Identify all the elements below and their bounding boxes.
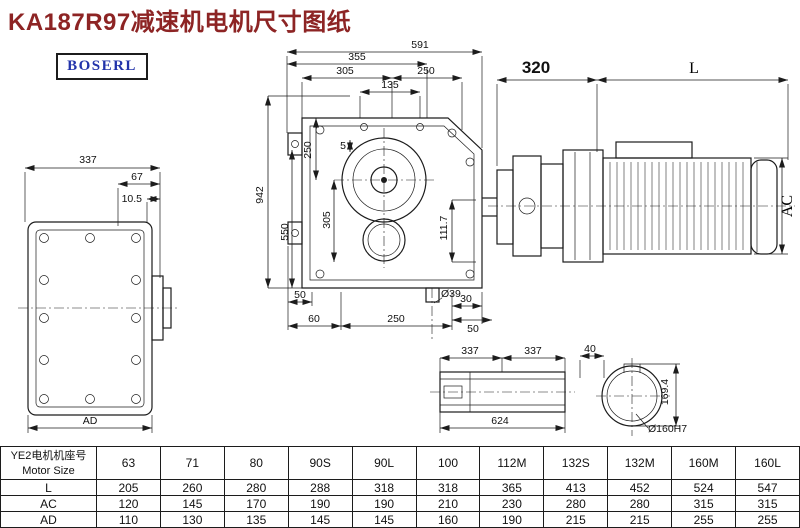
dim-169-4: 169.4 bbox=[659, 379, 671, 405]
table-cell: 547 bbox=[735, 479, 800, 496]
table-cell: 145 bbox=[351, 511, 417, 528]
table-cell: 190 bbox=[351, 495, 417, 512]
dim-355: 355 bbox=[348, 51, 366, 63]
table-cell: 215 bbox=[543, 511, 609, 528]
dim-diameter-39: Ø39 bbox=[441, 288, 461, 300]
dim-337-shaft-a: 337 bbox=[461, 345, 479, 357]
table-cell: 255 bbox=[671, 511, 737, 528]
dim-624: 624 bbox=[491, 415, 509, 427]
table-cell: 280 bbox=[607, 495, 673, 512]
table-cell: 452 bbox=[607, 479, 673, 496]
dim-40: 40 bbox=[584, 343, 596, 355]
dim-111-7: 111.7 bbox=[438, 215, 450, 240]
table-cell: 110 bbox=[96, 511, 161, 528]
col-header-71: 71 bbox=[159, 446, 225, 480]
dim-30: 30 bbox=[460, 293, 472, 305]
dim-250-left: 250 bbox=[302, 141, 314, 159]
table-cell: 260 bbox=[159, 479, 225, 496]
dim-L: L bbox=[689, 60, 699, 77]
table-cell: 190 bbox=[287, 495, 353, 512]
col-header-160M: 160M bbox=[671, 446, 737, 480]
table-cell: 288 bbox=[287, 479, 353, 496]
front-view: 591 355 305 250 135 942 550 250 5 305 11… bbox=[254, 39, 492, 340]
dim-942: 942 bbox=[254, 186, 266, 204]
col-header-90L: 90L bbox=[351, 446, 417, 480]
dim-337-shaft-b: 337 bbox=[524, 345, 542, 357]
motor-view: 320 L AC bbox=[482, 58, 796, 263]
oil-plug-circle bbox=[362, 218, 406, 262]
table-row-AC: AC 120 145 170 190 190 210 230 280 280 3… bbox=[0, 495, 800, 512]
dim-5: 5 bbox=[340, 140, 346, 152]
table-cell: 145 bbox=[159, 495, 225, 512]
table-cell: 205 bbox=[96, 479, 161, 496]
dim-AD: AD bbox=[83, 415, 98, 427]
col-header-112M: 112M bbox=[479, 446, 545, 480]
dim-AC: AC bbox=[779, 195, 796, 217]
dim-50-left: 50 bbox=[294, 289, 306, 301]
dim-337-side: 337 bbox=[79, 154, 97, 166]
table-header-row: YE2电机机座号 Motor Size 63 71 80 90S 90L 100… bbox=[0, 446, 800, 480]
table-cell: 413 bbox=[543, 479, 609, 496]
table-cell: 280 bbox=[543, 495, 609, 512]
dim-135: 135 bbox=[381, 79, 399, 91]
motor-terminal-box bbox=[615, 141, 693, 159]
col-header-100: 100 bbox=[415, 446, 481, 480]
dim-305-top: 305 bbox=[336, 65, 354, 77]
table-cell: 315 bbox=[735, 495, 800, 512]
shaft-view: 337 337 624 bbox=[430, 345, 575, 433]
table-cell: 160 bbox=[415, 511, 481, 528]
col-header-80: 80 bbox=[223, 446, 289, 480]
dim-591: 591 bbox=[411, 39, 429, 51]
brand-logo: BOSERL bbox=[56, 53, 148, 80]
table-cell: 255 bbox=[735, 511, 800, 528]
table-row-AD: AD 110 130 135 145 145 160 190 215 215 2… bbox=[0, 511, 800, 528]
table-cell: 130 bbox=[159, 511, 225, 528]
col-header-132M: 132M bbox=[607, 446, 673, 480]
table-cell: 524 bbox=[671, 479, 737, 496]
dim-550: 550 bbox=[279, 223, 291, 241]
table-row-L: L 205 260 280 288 318 318 365 413 452 52… bbox=[0, 479, 800, 496]
page-title: KA187R97减速机电机尺寸图纸 bbox=[8, 9, 352, 36]
col-header-63: 63 bbox=[96, 446, 161, 480]
table-cell: 315 bbox=[671, 495, 737, 512]
dim-60: 60 bbox=[308, 313, 320, 325]
technical-drawing: 337 67 10.5 AD bbox=[18, 39, 796, 436]
table-cell: 230 bbox=[479, 495, 545, 512]
dim-320: 320 bbox=[522, 58, 550, 77]
brand-logo-text: BOSERL bbox=[67, 58, 137, 74]
row-label-L: L bbox=[0, 479, 97, 496]
table-cell: 120 bbox=[96, 495, 161, 512]
table-header-cn: YE2电机机座号 bbox=[10, 450, 87, 463]
table-cell: 280 bbox=[223, 479, 289, 496]
side-view: 337 67 10.5 AD bbox=[18, 154, 180, 433]
dim-10-5: 10.5 bbox=[122, 193, 143, 205]
motor-dimension-table: YE2电机机座号 Motor Size 63 71 80 90S 90L 100… bbox=[0, 446, 800, 528]
table-cell: 145 bbox=[287, 511, 353, 528]
row-label-AD: AD bbox=[0, 511, 97, 528]
dim-diameter-160H7: Ø160H7 bbox=[648, 423, 687, 435]
table-cell: 318 bbox=[415, 479, 481, 496]
col-header-90S: 90S bbox=[287, 446, 353, 480]
table-cell: 365 bbox=[479, 479, 545, 496]
dim-305-left: 305 bbox=[321, 211, 333, 229]
dim-67: 67 bbox=[131, 171, 143, 183]
side-housing bbox=[27, 221, 153, 416]
dim-250-bottom: 250 bbox=[387, 313, 405, 325]
table-header-en: Motor Size bbox=[22, 464, 75, 477]
table-cell: 170 bbox=[223, 495, 289, 512]
table-cell: 318 bbox=[351, 479, 417, 496]
table-cell: 210 bbox=[415, 495, 481, 512]
table-header-motor-size: YE2电机机座号 Motor Size bbox=[0, 446, 97, 480]
row-label-AC: AC bbox=[0, 495, 97, 512]
dim-50-right: 50 bbox=[467, 323, 479, 335]
gearbox-housing bbox=[301, 117, 483, 289]
dim-250-top: 250 bbox=[417, 65, 435, 77]
bore-view: 40 169.4 Ø160H7 bbox=[579, 343, 687, 436]
table-cell: 215 bbox=[607, 511, 673, 528]
table-cell: 135 bbox=[223, 511, 289, 528]
motor-fan-cover bbox=[750, 159, 778, 255]
table-cell: 190 bbox=[479, 511, 545, 528]
col-header-132S: 132S bbox=[543, 446, 609, 480]
col-header-160L: 160L bbox=[735, 446, 800, 480]
